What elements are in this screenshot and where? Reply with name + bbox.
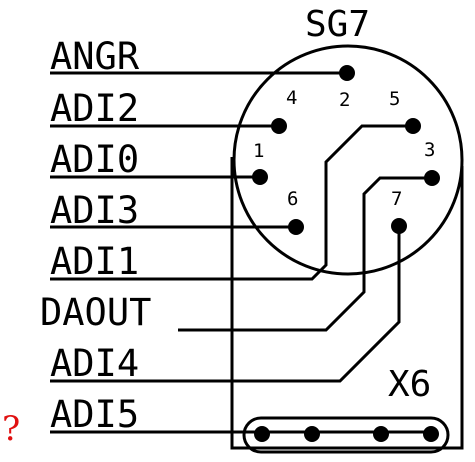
signal-label-angr: ANGR [50,35,140,78]
pin-dot-4 [271,118,287,134]
pin-dot-7 [391,218,407,234]
signal-label-daout: DAOUT [40,291,151,334]
wire-adi4 [50,226,401,383]
signal-label-adi1: ADI1 [50,240,139,283]
question-mark-annotation: ? [2,409,20,449]
pin-dot-1 [252,169,268,185]
pin-dot-2 [339,65,355,81]
header-dot-4 [423,426,439,442]
pin-label-4: 4 [286,87,297,109]
pin-label-3: 3 [424,139,435,161]
signal-label-adi0: ADI0 [50,138,139,181]
connector-body-outline [230,157,464,450]
signal-label-adi2: ADI2 [50,87,139,130]
header-dot-1 [254,426,270,442]
signal-label-adi4: ADI4 [50,342,139,385]
pin-dot-3 [424,170,440,186]
signal-label-adi3: ADI3 [50,189,139,232]
wire-daout [178,176,432,332]
header-dot-3 [373,426,389,442]
pin-dot-5 [405,118,421,134]
header-outline [242,416,450,454]
pin-label-1: 1 [253,140,264,162]
pin-label-6: 6 [287,188,298,210]
pin-label-5: 5 [389,88,400,110]
pin-dot-6 [288,219,304,235]
header-dot-2 [304,426,320,442]
socket-circle [232,44,464,276]
header-title: X6 [388,364,431,405]
wire-adi1 [50,124,413,281]
connector-title: SG7 [305,4,370,45]
pin-label-7: 7 [391,188,402,210]
pin-label-2: 2 [339,89,350,111]
signal-label-adi5: ADI5 [50,393,139,436]
